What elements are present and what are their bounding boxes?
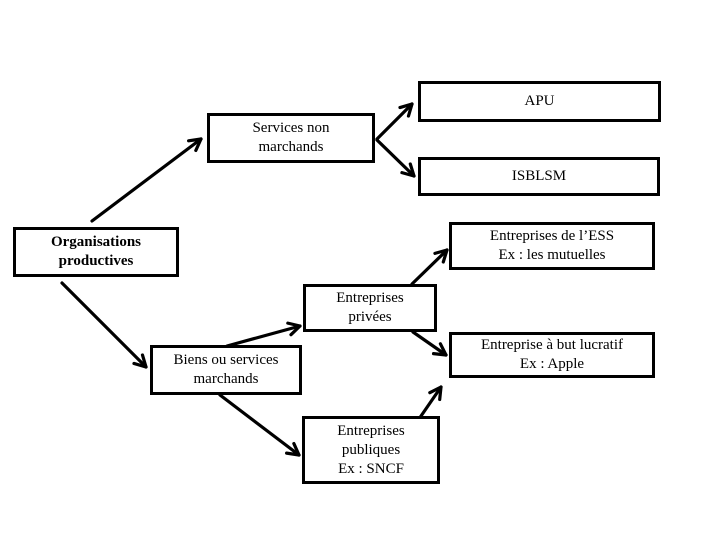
node-label-line: marchands [258, 139, 324, 155]
node-services-non-marchands: Services non marchands [207, 113, 375, 163]
node-entreprises-privees: Entreprises privées [303, 284, 437, 332]
node-label-line: Entreprises de l’ESS [489, 228, 615, 244]
node-label-line: marchands [193, 371, 259, 387]
node-label-line: productives [58, 253, 134, 269]
node-label-line: publiques [341, 441, 401, 458]
node-label-line: Entreprise à but lucratif [480, 337, 624, 353]
node-label-line: Services non [252, 120, 330, 136]
arrow-services-non-marchands-to-isblsm [375, 138, 416, 178]
arrow-entreprises-privees-to-entreprise-a-but-lucratif [411, 330, 448, 357]
arrow-organisations-productives-to-services-non-marchands [90, 137, 203, 223]
node-label-line: Ex : Apple [519, 356, 585, 372]
arrow-entreprises-privees-to-entreprises-de-l-ess [410, 248, 449, 286]
node-label-line: Ex : SNCF [338, 460, 404, 477]
connector-arrows [60, 102, 449, 457]
node-entreprises-publiques: Entreprises publiques Ex : SNCF [302, 416, 440, 484]
node-apu: APU [418, 81, 661, 122]
node-label-line: Organisations [50, 234, 141, 250]
node-label-line: privées [348, 309, 392, 325]
arrow-organisations-productives-to-biens-ou-services-marchands [60, 281, 148, 369]
arrow-services-non-marchands-to-apu [375, 102, 414, 141]
node-label-line: Biens ou services [173, 352, 279, 368]
arrow-biens-ou-services-marchands-to-entreprises-privees [225, 321, 302, 348]
node-isblsm: ISBLSM [418, 157, 660, 196]
node-label-line: Entreprises [336, 290, 404, 306]
node-entreprises-de-l-ess: Entreprises de l’ESS Ex : les mutuelles [449, 222, 655, 270]
node-label-line: APU [524, 93, 555, 109]
node-entreprise-a-but-lucratif: Entreprise à but lucratif Ex : Apple [449, 332, 655, 378]
node-label-line: Entreprises [337, 422, 405, 439]
node-label-line: ISBLSM [511, 168, 567, 184]
node-organisations-productives: Organisations productives [13, 227, 179, 277]
node-label-line: Ex : les mutuelles [498, 247, 606, 263]
arrow-biens-ou-services-marchands-to-entreprises-publiques [218, 393, 301, 457]
node-biens-ou-services-marchands: Biens ou services marchands [150, 345, 302, 395]
